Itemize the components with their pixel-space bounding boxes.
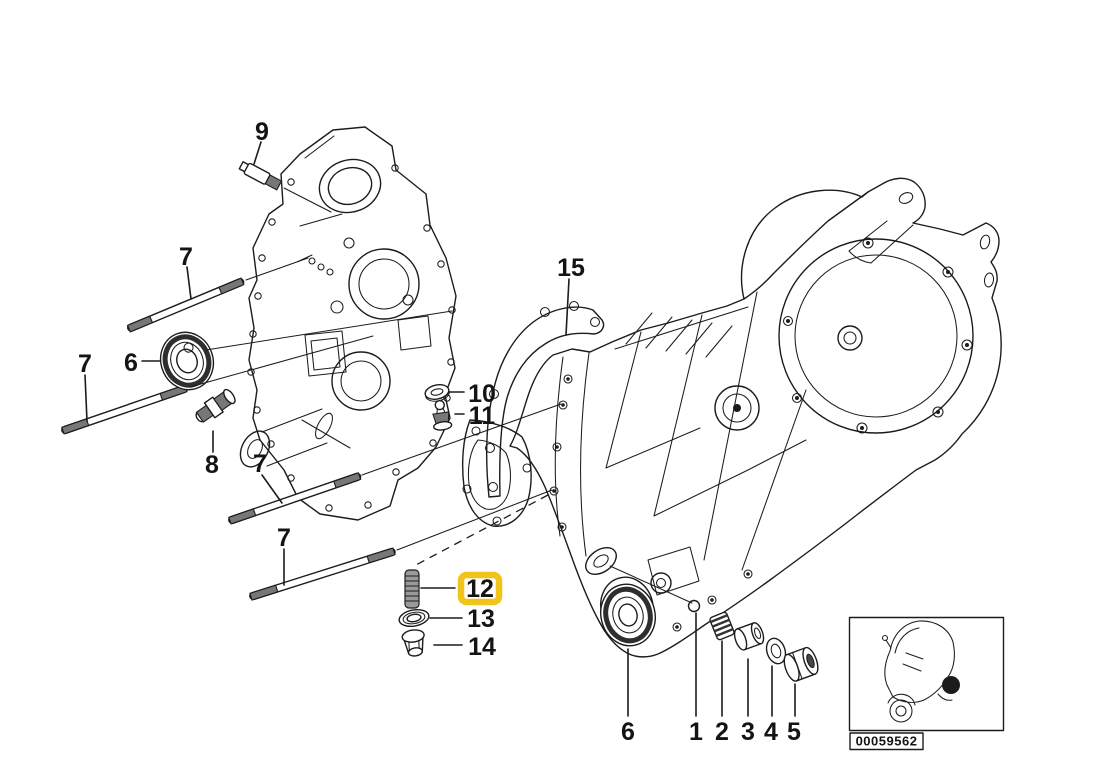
stud-part-7a bbox=[126, 277, 245, 333]
callout-12-highlighted[interactable]: 12 bbox=[457, 571, 503, 606]
washer-part-10 bbox=[424, 384, 450, 402]
housing-bolt-holes bbox=[672, 237, 973, 632]
oring-part-13 bbox=[398, 609, 430, 627]
engine-location-dot bbox=[942, 676, 960, 694]
callout-6a[interactable]: 6 bbox=[124, 349, 138, 377]
plug-part-14 bbox=[401, 629, 425, 657]
callout-9[interactable]: 9 bbox=[255, 118, 269, 146]
callout-6b[interactable]: 6 bbox=[621, 718, 635, 746]
bearing-part-6 bbox=[159, 331, 215, 391]
callout-1[interactable]: 1 bbox=[689, 718, 703, 746]
callout-10[interactable]: 10 bbox=[468, 380, 496, 408]
spring-part-2 bbox=[709, 611, 735, 641]
stud-part-7c bbox=[228, 472, 362, 525]
callout-12[interactable]: 12 bbox=[466, 575, 494, 603]
stud-part-7b bbox=[61, 384, 188, 435]
callouts: 9 7 7 6 8 7 7 15 10 11 12 13 14 6 1 2 3 … bbox=[78, 118, 801, 746]
seal-part-6 bbox=[600, 583, 656, 647]
stud-part-12 bbox=[404, 569, 420, 609]
valve-part-11 bbox=[432, 399, 453, 431]
callout-15[interactable]: 15 bbox=[557, 254, 585, 282]
image-code-box bbox=[849, 732, 924, 751]
engine-mount-bracket bbox=[848, 192, 914, 264]
piston-part-3 bbox=[733, 622, 765, 651]
switch-part-8 bbox=[195, 388, 236, 423]
washer-part-4 bbox=[765, 637, 787, 665]
flange-bolt-holes bbox=[247, 164, 456, 512]
highlight-box bbox=[457, 571, 503, 606]
callout-7b[interactable]: 7 bbox=[78, 350, 92, 378]
plug-part-5 bbox=[783, 646, 819, 682]
left-crankcase-half bbox=[239, 126, 457, 521]
callout-4[interactable]: 4 bbox=[764, 718, 778, 746]
inset-frame bbox=[848, 616, 1005, 732]
model-inset: 00059562 bbox=[848, 616, 1005, 751]
callout-2[interactable]: 2 bbox=[715, 718, 729, 746]
ball-part-1 bbox=[687, 599, 701, 613]
callout-11[interactable]: 11 bbox=[469, 402, 496, 430]
callout-3[interactable]: 3 bbox=[741, 718, 755, 746]
scooter-thumbnail bbox=[881, 620, 960, 723]
right-crankcase-half bbox=[509, 177, 1002, 658]
image-code: 00059562 bbox=[856, 734, 918, 749]
callout-14[interactable]: 14 bbox=[468, 633, 496, 661]
callout-7a[interactable]: 7 bbox=[179, 243, 193, 271]
callout-5[interactable]: 5 bbox=[787, 718, 801, 746]
lower-gasket-plate bbox=[461, 419, 532, 527]
oil-passage-dashed-line bbox=[413, 494, 549, 567]
callout-13[interactable]: 13 bbox=[467, 605, 495, 633]
callout-7c[interactable]: 7 bbox=[253, 450, 267, 478]
callout-8[interactable]: 8 bbox=[205, 451, 219, 479]
pointing-lines bbox=[189, 187, 693, 604]
leader-lines bbox=[84, 141, 796, 717]
stud-part-7d bbox=[249, 547, 396, 601]
gasket-part-15 bbox=[484, 300, 605, 498]
bolt-part-9 bbox=[238, 161, 283, 191]
callout-7d[interactable]: 7 bbox=[277, 524, 291, 552]
